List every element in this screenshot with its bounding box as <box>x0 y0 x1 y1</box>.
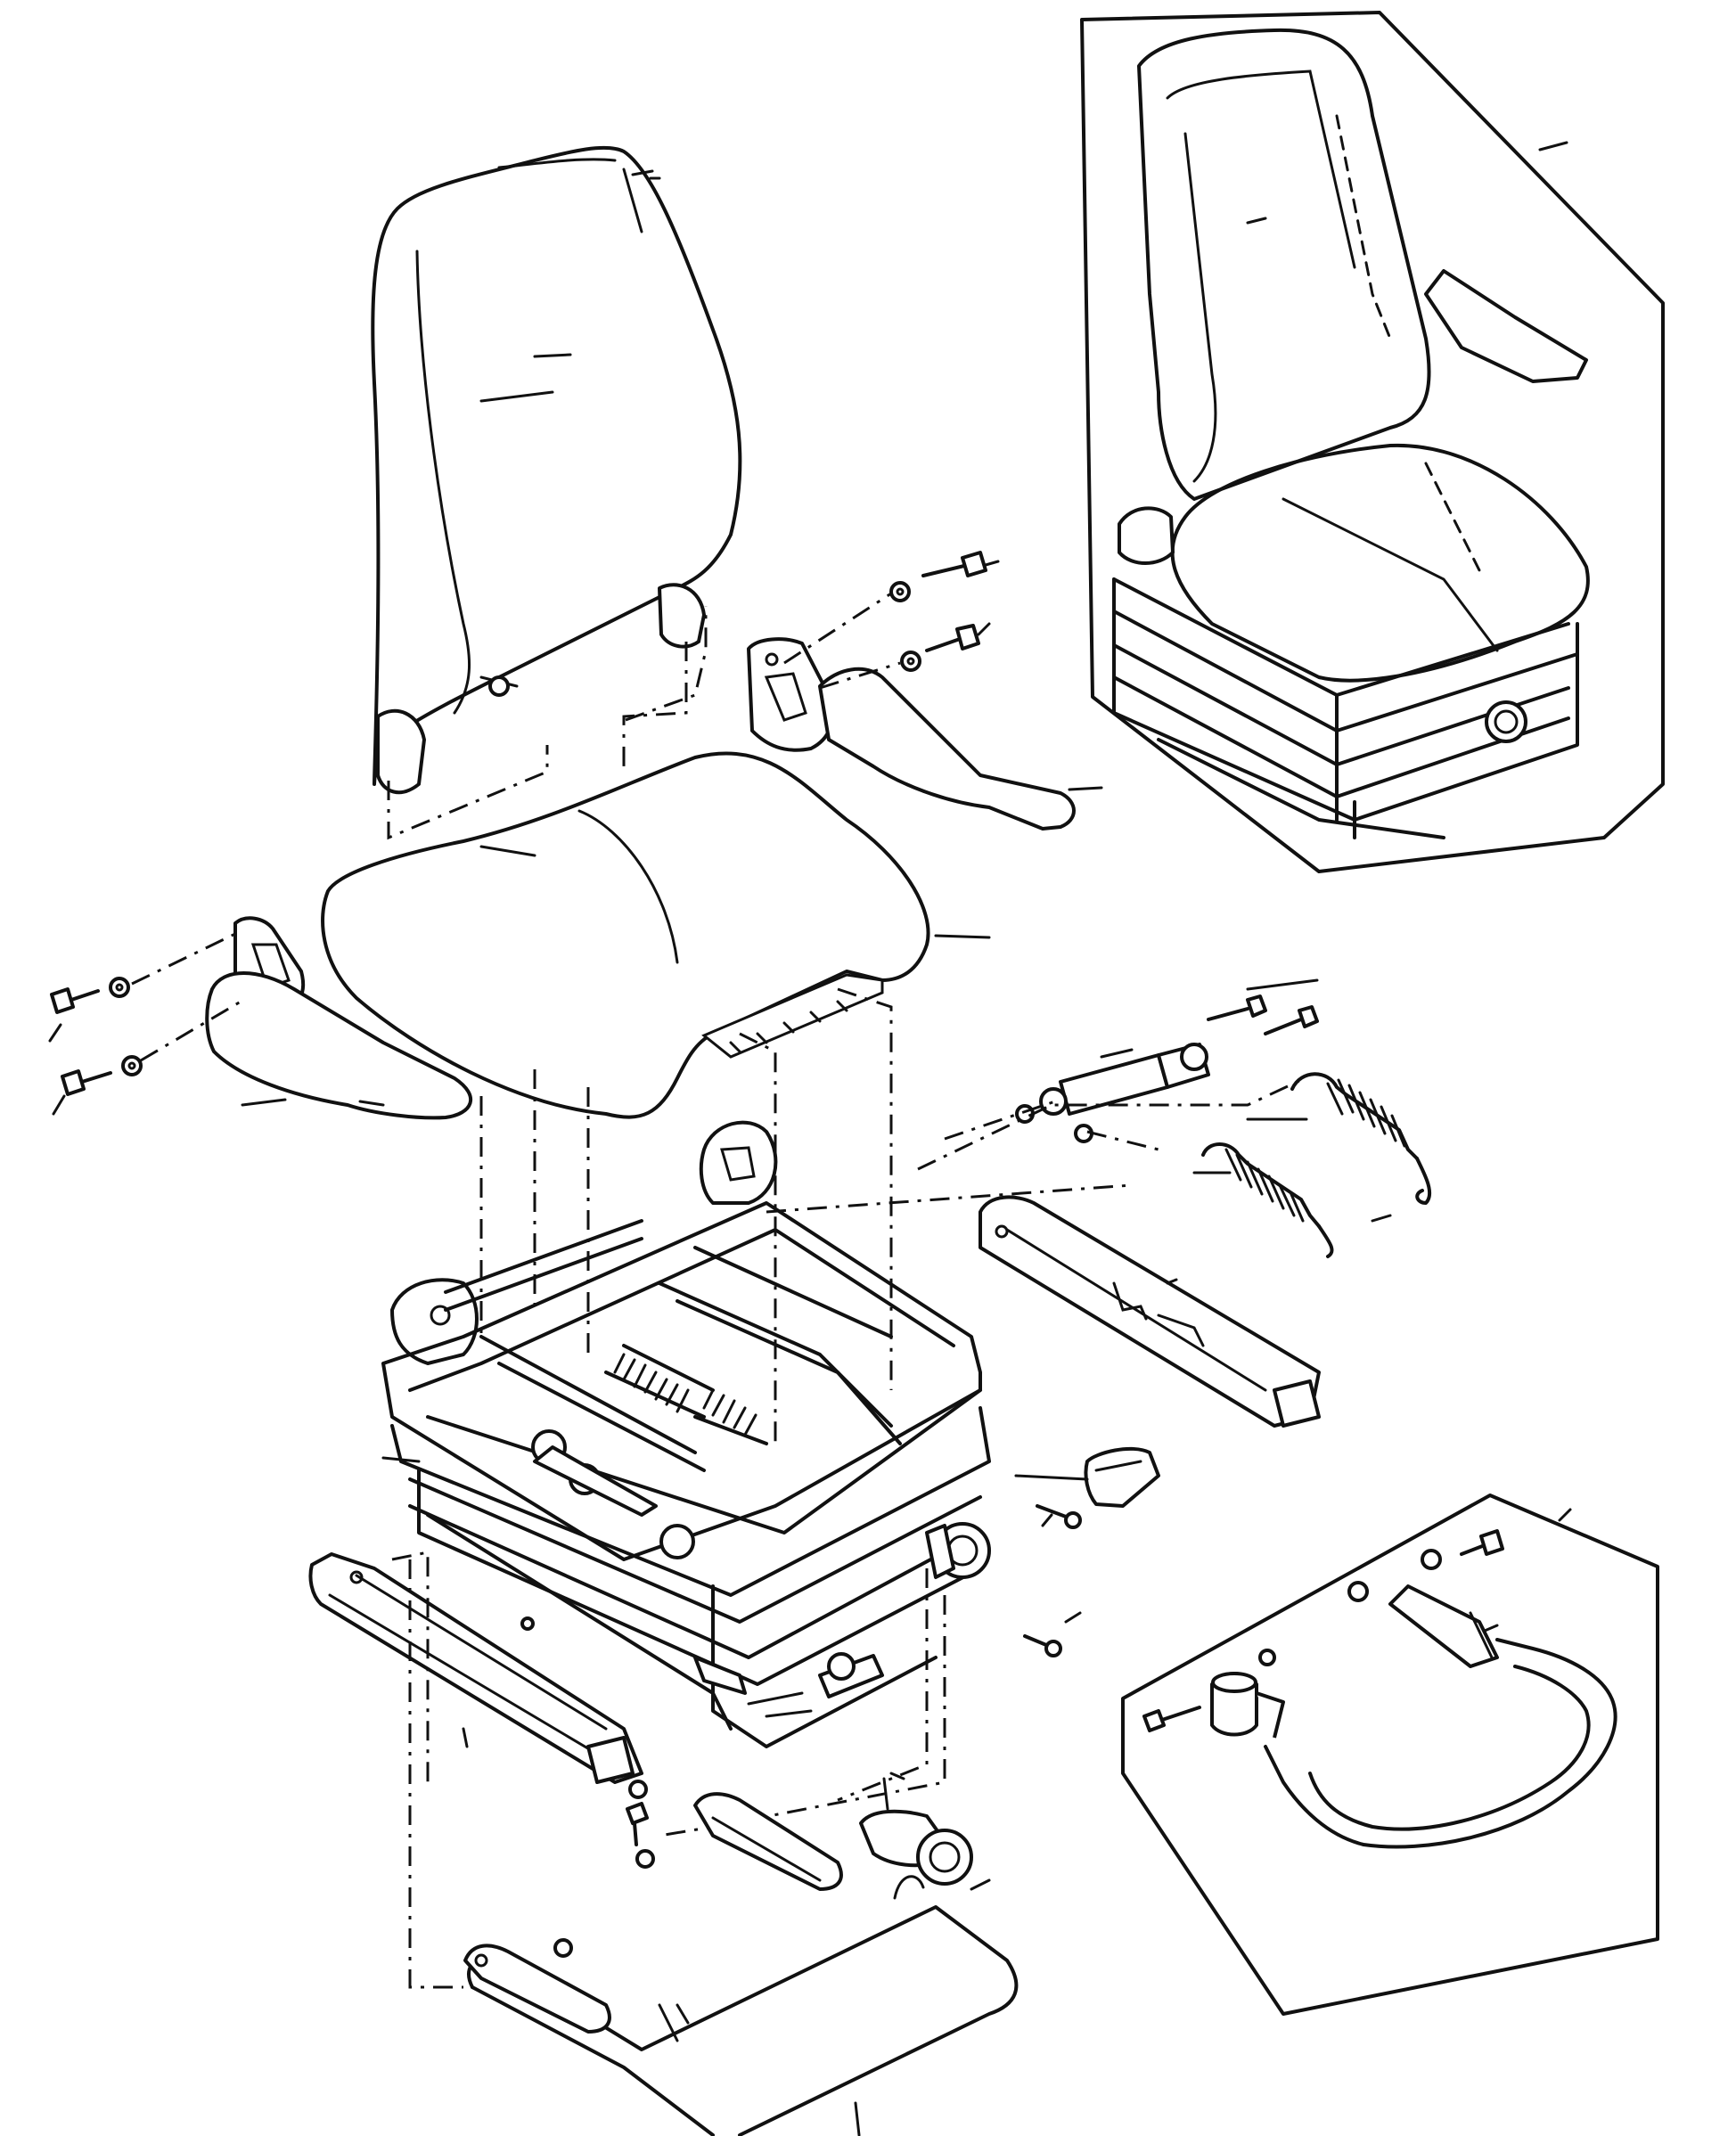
damper-and-springs <box>766 978 1432 1258</box>
bolt-icon <box>61 1069 112 1096</box>
assembled-seat-inset <box>1080 11 1665 873</box>
right-armrest-group <box>622 551 1103 831</box>
left-slide-rail <box>308 1551 946 1989</box>
left-armrest-group <box>48 916 473 1120</box>
washer-icon <box>553 1938 573 1958</box>
seat-cushion <box>321 751 991 1119</box>
bolt-icon <box>1460 1529 1504 1556</box>
seat-frame-suspension <box>381 987 991 1748</box>
damper-cylinder-icon <box>1039 1043 1210 1116</box>
bolt-icon <box>626 1802 649 1846</box>
backrest-cushion <box>371 145 742 794</box>
bolt-icon <box>1207 994 1267 1021</box>
bolt-icon <box>1142 1706 1201 1732</box>
tension-spring-icon <box>1290 1072 1432 1205</box>
base-plate <box>463 1792 1019 2136</box>
tension-spring-icon <box>693 1388 768 1445</box>
slide-rail-icon <box>979 1195 1321 1428</box>
washer-icon <box>889 581 911 602</box>
seat-belt-inset <box>1121 1494 1659 2016</box>
backrest-cushion-icon <box>371 145 742 794</box>
bolt-icon <box>1036 1504 1082 1529</box>
lever-cover-icon <box>1084 1446 1160 1508</box>
tension-spring-icon <box>604 1344 715 1419</box>
washer-icon <box>900 651 921 672</box>
right-slide-rail <box>979 1195 1321 1428</box>
seat-frame-suspension-icon <box>381 1120 991 1748</box>
bolt-icon <box>1264 1005 1319 1035</box>
washer-icon <box>121 1055 143 1076</box>
seat-cushion-icon <box>321 751 930 1119</box>
bolt-icon <box>1023 1611 1082 1657</box>
slide-rail-icon <box>308 1552 643 1784</box>
bolt-icon <box>925 622 991 652</box>
seat-belt-assembly-icon <box>1142 1529 1617 1849</box>
right-armrest-icon <box>818 667 1076 831</box>
left-armrest-icon <box>205 971 473 1120</box>
washer-icon <box>635 1849 655 1869</box>
tension-spring-icon <box>1201 1142 1334 1258</box>
adjust-knob-icon <box>859 1809 973 1886</box>
washer-icon <box>109 977 130 998</box>
washer-icon <box>1347 1581 1369 1602</box>
assembled-seat-icon <box>1112 28 1590 839</box>
bolt-icon <box>50 987 100 1014</box>
washer-icon <box>1421 1549 1442 1570</box>
adjust-knob-group <box>859 1772 991 1900</box>
lever-cover <box>1014 1446 1160 1657</box>
bolt-icon <box>921 551 1000 577</box>
washer-icon <box>1258 1649 1276 1666</box>
slide-rail-icon <box>463 1792 843 2034</box>
washer-icon <box>628 1780 648 1799</box>
